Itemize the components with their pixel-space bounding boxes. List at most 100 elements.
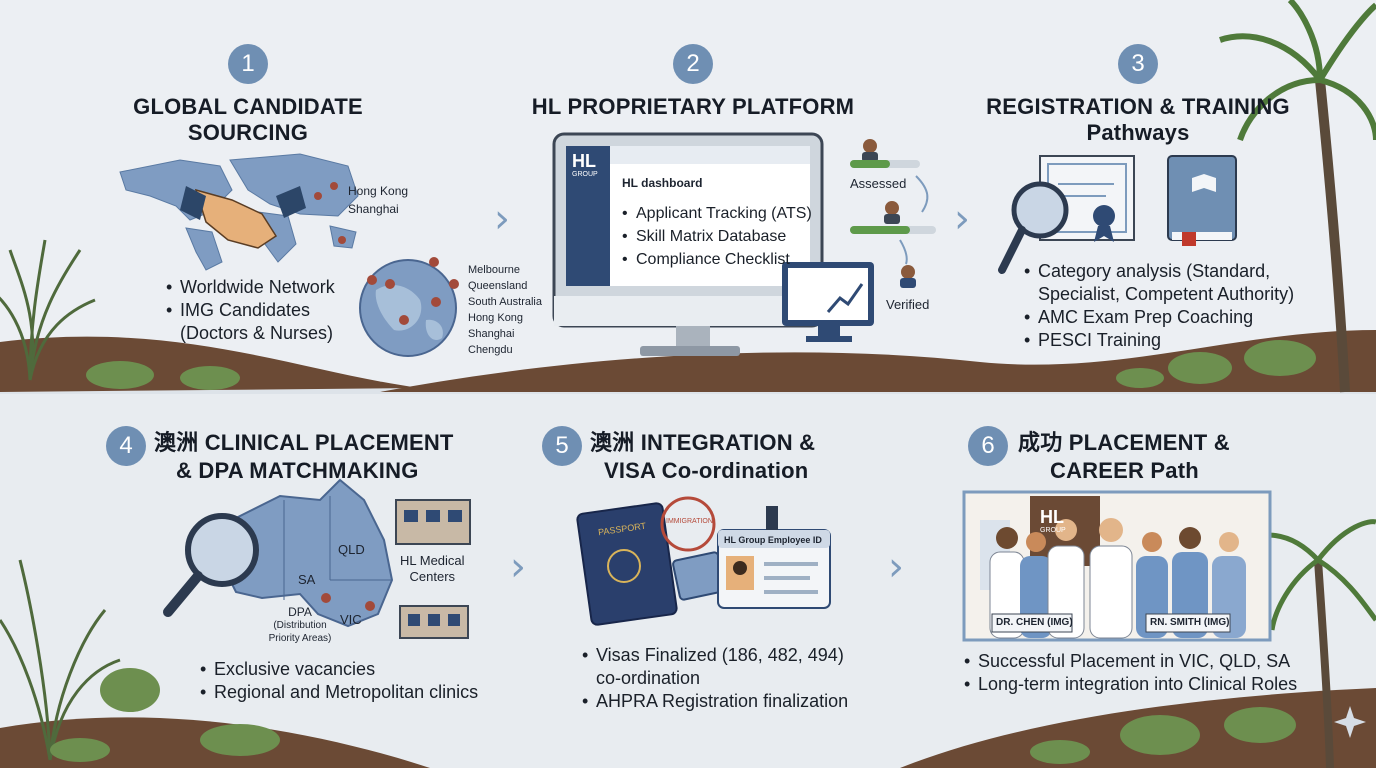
medical-centers-line: HL Medical (400, 553, 465, 568)
assessment-flow (850, 139, 936, 288)
map-label-sa: SA (298, 572, 316, 587)
employee-id-title: HL Group Employee ID (724, 535, 822, 545)
plant-left-top (0, 239, 96, 381)
step-3-title-line2: Pathways (1086, 120, 1190, 145)
hl-logo-sub: GROUP (572, 171, 598, 178)
magnifier-icon (998, 181, 1069, 274)
step-4-title-line2: & DPA MATCHMAKING (176, 458, 419, 483)
bullet: AHPRA Registration finalization (582, 690, 848, 713)
palm-right-top (1219, 0, 1376, 393)
bullet-continuation: Specialist, Competent Authority) (1038, 284, 1295, 304)
map-label-shanghai: Shanghai (348, 202, 399, 216)
team-photo (962, 490, 1272, 642)
arrow-right-icon: › (888, 544, 904, 590)
step-3-header: 3 REGISTRATION & TRAINING Pathways (970, 44, 1306, 146)
map-label-hong-kong: Hong Kong (348, 184, 409, 198)
handshake-icon (180, 186, 306, 249)
arrow-right-icon: › (494, 196, 510, 242)
bullet: AMC Exam Prep Coaching (1024, 306, 1294, 329)
step-1-header: 1 GLOBAL CANDIDATE SOURCING (130, 44, 366, 146)
bullet: Visas Finalized (186, 482, 494) (582, 644, 848, 667)
step-3-bullets: Category analysis (Standard, Specialist,… (1024, 260, 1294, 352)
step-4-bullets: Exclusive vacancies Regional and Metropo… (200, 658, 478, 704)
dashboard-items: Applicant Tracking (ATS) Skill Matrix Da… (622, 202, 812, 271)
sparkle-icon (1334, 706, 1366, 738)
dashboard-item: Skill Matrix Database (622, 225, 812, 248)
globe-label: Queensland (468, 280, 528, 292)
book-icon (1167, 155, 1237, 246)
employee-id-card (717, 506, 831, 609)
dashboard-item: Applicant Tracking (ATS) (622, 202, 812, 225)
step-2-number: 2 (673, 44, 713, 84)
step-4-title-line1: 澳洲 CLINICAL PLACEMENT (154, 430, 454, 455)
step-1-title-line1: GLOBAL CANDIDATE (133, 94, 363, 119)
map-label-vic: VIC (340, 612, 362, 627)
step-5-number: 5 (542, 426, 582, 466)
bullet: Category analysis (Standard, (1024, 260, 1294, 283)
hl-logo: HL GROUP (572, 152, 598, 179)
bullet: Worldwide Network (166, 276, 335, 299)
step-3-number: 3 (1118, 44, 1158, 84)
step-3-title-line1: REGISTRATION & TRAINING (986, 94, 1290, 119)
globe-label: South Australia (468, 296, 542, 308)
step-4-number: 4 (106, 426, 146, 466)
medical-centers-label: HL Medical Centers (400, 553, 465, 585)
step-2-title: HL PROPRIETARY PLATFORM (531, 94, 855, 119)
bullet: Successful Placement in VIC, QLD, SA (964, 650, 1297, 673)
wall-logo-text: HL (1040, 507, 1064, 527)
step-1-title-line2: SOURCING (187, 120, 309, 145)
globe-label: Chengdu (468, 344, 513, 356)
step-1-bullets: Worldwide Network IMG Candidates (Doctor… (166, 276, 335, 345)
step-6-bullets: Successful Placement in VIC, QLD, SA Lon… (964, 650, 1297, 696)
wall-logo: HL GROUP (1040, 508, 1066, 535)
shrubs-bottom-right (1030, 707, 1296, 764)
bullet: Long-term integration into Clinical Role… (964, 673, 1297, 696)
arrow-right-icon: › (954, 196, 970, 242)
verified-label: Verified (886, 297, 930, 312)
step-6-number: 6 (968, 426, 1008, 466)
dpa-line: DPA (288, 605, 312, 619)
bullet: Regional and Metropolitan clinics (200, 681, 478, 704)
medical-centers-line: Centers (409, 569, 456, 584)
dpa-line: Priority Areas) (268, 633, 332, 644)
globe-icon (359, 257, 459, 357)
stamp-label: IMMIGRATION (666, 518, 713, 525)
step-6-title-line2: CAREER Path (1050, 458, 1199, 483)
hl-logo-text: HL (572, 151, 596, 171)
dpa-label: DPA (Distribution Priority Areas) (250, 606, 350, 645)
map-label-qld: QLD (338, 542, 365, 557)
step-1-number: 1 (228, 44, 268, 84)
medical-center-icons (395, 499, 471, 639)
globe-label: Shanghai (468, 328, 515, 340)
shrubs-bottom-left (50, 668, 280, 762)
passport-icon (576, 502, 678, 626)
globe-label: Hong Kong (468, 312, 524, 324)
bullet: Exclusive vacancies (200, 658, 478, 681)
assessed-label: Assessed (850, 176, 907, 191)
wall-logo-sub: GROUP (1040, 527, 1066, 534)
small-monitor (782, 262, 874, 342)
globe-labels: Melbourne Queensland South Australia Hon… (468, 262, 542, 358)
dashboard-title: HL dashboard (622, 176, 703, 190)
step-5-bullets: Visas Finalized (186, 482, 494) co-ordin… (582, 644, 848, 713)
step-5-title-line2: VISA Co-ordination (604, 458, 809, 483)
name-tag-chen: DR. CHEN (IMG) (996, 617, 1073, 628)
bullet-continuation: co-ordination (596, 668, 701, 688)
step-2-header: 2 HL PROPRIETARY PLATFORM (520, 44, 866, 120)
step-6-title-line1: 成功 PLACEMENT & (1018, 430, 1230, 455)
map-pins (314, 182, 346, 244)
bullet: IMG Candidates (166, 299, 335, 322)
arrow-right-icon: › (510, 544, 526, 590)
dashboard-item: Compliance Checklist (622, 248, 812, 271)
dpa-line: (Distribution (273, 620, 327, 631)
plant-left-bottom (0, 559, 121, 761)
name-tag-smith: RN. SMITH (IMG) (1150, 617, 1230, 628)
globe-label: Melbourne (468, 264, 520, 276)
bullet-continuation: (Doctors & Nurses) (180, 323, 334, 343)
shrubs-top-left (86, 361, 240, 390)
step-5-title-line1: 澳洲 INTEGRATION & (590, 430, 816, 455)
australia-map (218, 478, 394, 628)
bullet: PESCI Training (1024, 329, 1294, 352)
magnifier-icon-au (163, 513, 259, 617)
